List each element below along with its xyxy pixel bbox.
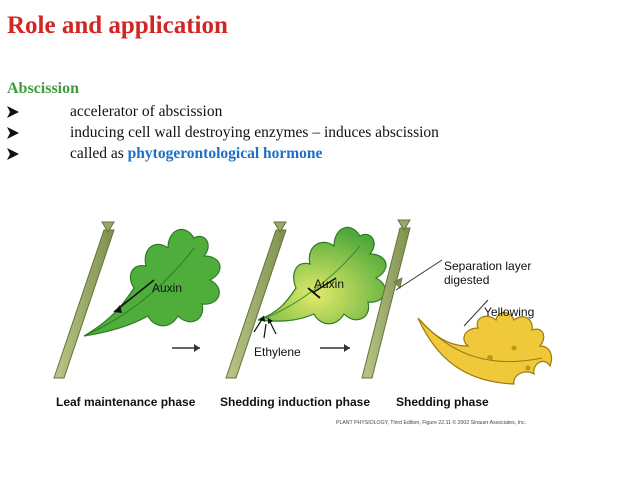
phase-label: Shedding phase: [396, 395, 489, 409]
highlighted-term: phytogerontological hormone: [127, 145, 323, 162]
auxin-label: Auxin: [314, 277, 344, 291]
leaf-maintenance-illustration: [53, 221, 221, 379]
separation-layer-label: Separation layer: [444, 259, 531, 273]
section-subheading: Abscission: [7, 80, 80, 97]
progression-arrows: [172, 344, 350, 352]
ethylene-label: Ethylene: [254, 345, 301, 359]
abscission-illustration: Auxin Auxin Ethylene Separation layer di…: [53, 219, 553, 426]
bullet-text: accelerator of abscission: [70, 103, 223, 120]
auxin-label: Auxin: [152, 281, 182, 295]
figure-credit: PLANT PHYSIOLOGY, Third Edition, Figure …: [336, 419, 526, 426]
bullet-text: inducing cell wall destroying enzymes – …: [70, 124, 439, 141]
right-arrow-bullet-icon: [7, 148, 19, 160]
bullet-text: called as: [70, 145, 128, 162]
right-arrow-bullet-icon: [7, 127, 19, 139]
phase-label: Shedding induction phase: [220, 395, 370, 409]
slide-title: Role and application: [7, 12, 228, 39]
abscission-figure: Auxin Auxin Ethylene Separation layer di…: [44, 208, 564, 430]
right-arrow-bullet-icon: [7, 106, 19, 118]
yellowing-label: Yellowing: [484, 305, 534, 319]
shedding-illustration: [361, 219, 553, 385]
phase-label: Leaf maintenance phase: [56, 395, 196, 409]
digested-label: digested: [444, 273, 489, 287]
shedding-induction-illustration: [225, 221, 387, 379]
